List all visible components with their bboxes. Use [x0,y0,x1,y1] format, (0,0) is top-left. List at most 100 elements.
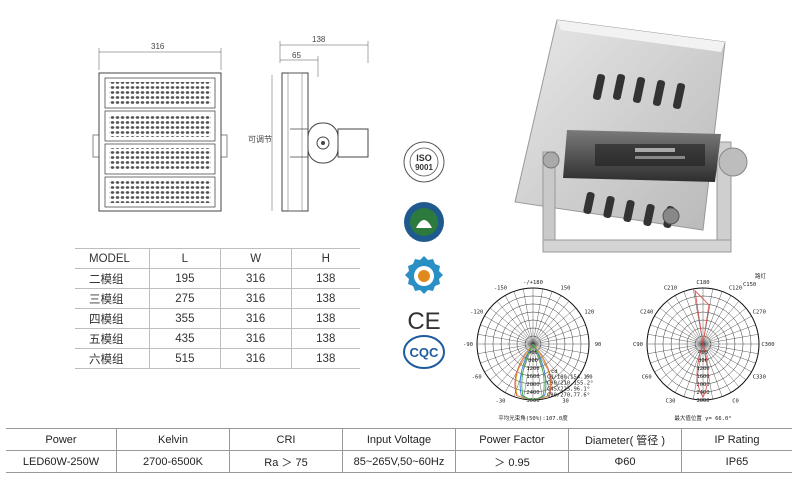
l-cell: 275 [149,288,221,309]
header-power: Power [6,428,117,451]
w-cell: 316 [220,328,292,349]
polar-ring-label: 3000 [696,398,709,404]
w-cell: 316 [220,288,292,309]
polar-angle-label: C60 [642,375,652,381]
power-value: LED60W-250W [6,450,117,473]
table-header-row: MODEL L W H [75,248,360,269]
l-cell: 195 [149,268,221,289]
polar-ring-label: 800 [528,358,538,364]
header-kelvin: Kelvin [116,428,230,451]
table-row: 二模组 195 316 138 [75,268,360,289]
h-cell: 138 [291,288,360,309]
polar-footer: 平均光束角(50%):107.0度 [498,414,568,422]
polar-ring-label: 2400 [526,390,539,396]
polar-ring-label: 800 [698,358,708,364]
polar-ring-label: 2400 [696,390,709,396]
header-input-voltage: Input Voltage [342,428,456,451]
header-model: MODEL [75,248,150,269]
table-row: LED60W-250W 2700-6500K Ra ＞ 75 85~265V,5… [6,450,792,473]
polar-angle-label: C30 [666,398,676,404]
l-cell: 515 [149,348,221,369]
polar-angle-label: 60 [586,375,593,381]
side-mount-label: 65 [292,51,301,60]
polar-angle-label: -60 [472,375,482,381]
header-w: W [220,248,292,269]
table-row: 五模组 435 316 138 [75,328,360,349]
polar-ring-label: 1200 [696,366,709,372]
power-factor-value: ＞ 0.95 [455,450,569,473]
svg-text:CE: CE [407,308,440,335]
polar-angle-label: 150 [561,286,571,292]
polar-angle-label: C90 [633,342,643,348]
polar-legend-entry: C45/225,96.1° [547,387,590,393]
polar-corner-label: 路灯 [755,272,767,280]
header-cri: CRI [229,428,343,451]
h-cell: 138 [291,328,360,349]
kelvin-value: 2700-6500K [116,450,230,473]
cri-value: Ra ＞ 75 [229,450,343,473]
front-view-drawing: 316 [85,40,235,220]
table-row: 三模组 275 316 138 [75,288,360,309]
polar-angle-label: -150 [494,286,507,292]
polar-angle-label: C330 [753,375,766,381]
product-quality-icon [402,254,446,298]
h-cell: 138 [291,348,360,369]
polar-angle-label: 30 [562,398,569,404]
svg-text:9001: 9001 [415,163,433,172]
header-power-factor: Power Factor [455,428,569,451]
front-width-label: 316 [151,42,165,51]
polar-ring-label: 1600 [696,374,709,380]
h-cell: 138 [291,268,360,289]
polar-angle-label: 120 [584,310,594,316]
energy-saving-icon [402,200,446,244]
specs-table: Power Kelvin CRI Input Voltage Power Fac… [6,428,792,473]
polar-ring-label: 2000 [526,382,539,388]
w-cell: 316 [220,268,292,289]
polar-angle-label: C0 [732,398,739,404]
polar-top-right-label: C150 [743,282,756,288]
svg-text:ISO: ISO [416,153,432,163]
polar-angle-label: -30 [496,398,506,404]
polar-ring-label: 1200 [526,366,539,372]
polar-top-label: C180 [696,280,709,286]
polar-angle-label: C240 [640,310,653,316]
model-cell: 四模组 [75,308,150,329]
polar-ring-label: 400 [698,350,708,356]
adjustable-label: 可调节 [248,135,272,144]
header-diameter: Diameter( 管径 ) [568,428,682,451]
polar-ring-label: 400 [528,350,538,356]
polar-angle-label: C210 [664,286,677,292]
ce-mark-icon: CE [402,298,446,342]
side-width-label: 138 [312,35,326,44]
svg-text:CQC: CQC [410,345,440,360]
w-cell: 316 [220,348,292,369]
side-view-drawing: 138 65 [270,33,380,223]
polar-footer: 最大值位置 γ= 66.0° [674,414,731,422]
polar-angle-label: C270 [753,310,766,316]
table-row: 六模组 515 316 138 [75,348,360,369]
model-cell: 五模组 [75,328,150,349]
polar-angle-label: 90 [595,342,602,348]
cqc-icon: CQC [402,332,446,376]
l-cell: 435 [149,328,221,349]
distribution-curve [694,289,710,399]
polar-angle-label: C120 [729,286,742,292]
ip-rating-value: IP65 [681,450,792,473]
polar-ring-label: 2000 [696,382,709,388]
polar-legend-entry: C90/270,77.6° [547,393,590,399]
polar-ring-label: 1600 [526,374,539,380]
polar-legend-entry: C0/180,154.1° [547,375,590,381]
distribution-curve [521,343,545,400]
diameter-value: Φ60 [568,450,682,473]
header-ip-rating: IP Rating [681,428,792,451]
w-cell: 316 [220,308,292,329]
l-cell: 355 [149,308,221,329]
polar-top-label: -/+180 [523,280,543,286]
model-cell: 二模组 [75,268,150,289]
input-voltage-value: 85~265V,50~60Hz [342,450,456,473]
h-cell: 138 [291,308,360,329]
polar-angle-label: -120 [470,310,483,316]
table-header-row: Power Kelvin CRI Input Voltage Power Fac… [6,428,792,451]
